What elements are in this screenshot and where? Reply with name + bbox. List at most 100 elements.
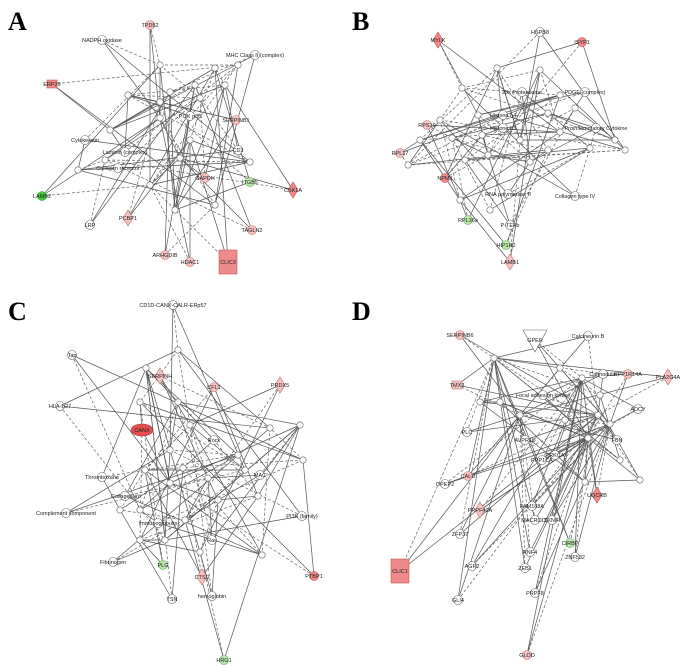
edge — [451, 137, 489, 156]
node-shape — [37, 191, 47, 201]
edges — [59, 304, 315, 661]
node-shape — [120, 147, 130, 157]
hub-node — [621, 146, 629, 154]
edge — [117, 160, 251, 169]
node-label: CTSD — [195, 575, 210, 581]
hub-node — [136, 506, 144, 514]
edge — [542, 377, 583, 396]
node-label: SERPINB1 — [222, 118, 249, 124]
hub-node — [156, 61, 164, 69]
hub-node — [416, 136, 424, 144]
node-shape — [85, 220, 95, 230]
edge — [597, 376, 669, 416]
edge — [531, 423, 611, 507]
node-label: PCBP1 — [119, 216, 137, 222]
edge — [477, 94, 561, 116]
edge — [182, 439, 215, 469]
node-shape — [538, 390, 548, 400]
edge — [71, 354, 141, 511]
node-label: ERP29 — [43, 82, 60, 88]
node-shape — [97, 35, 107, 45]
edge — [182, 467, 209, 479]
edge — [174, 139, 191, 211]
node-shape — [247, 225, 257, 235]
node-shape — [501, 240, 511, 250]
edge — [534, 437, 589, 594]
edge — [217, 495, 259, 502]
hub-node — [166, 88, 174, 96]
edge — [169, 449, 303, 517]
edge — [65, 454, 239, 514]
node-shape — [233, 145, 243, 155]
edge — [174, 181, 251, 211]
node-label: GPER — [527, 338, 543, 344]
node-label: ZNF532 — [565, 555, 585, 561]
node-shape — [503, 189, 513, 199]
edge — [437, 39, 479, 116]
edge — [189, 67, 216, 141]
node-shape — [467, 561, 477, 571]
edge — [101, 453, 239, 478]
node-label: CIRBP — [562, 541, 579, 547]
edge — [104, 117, 161, 161]
edge — [159, 64, 201, 99]
edge — [119, 509, 173, 600]
hub-node — [179, 464, 187, 472]
node-shape — [530, 588, 540, 598]
edge — [101, 367, 147, 478]
node-label: FBN — [612, 438, 623, 444]
hub-node — [258, 551, 266, 559]
edge — [609, 408, 639, 425]
edge — [169, 482, 315, 577]
hub-node — [584, 434, 592, 442]
hub-node — [458, 84, 466, 92]
edge — [467, 357, 495, 477]
node-shape — [451, 380, 463, 390]
edge — [177, 349, 271, 429]
edge — [444, 423, 611, 485]
node-label: GLI4 — [452, 598, 464, 604]
node-shape — [440, 479, 450, 489]
node-label: Fibrinogen — [100, 560, 126, 566]
edge — [84, 64, 161, 141]
edge — [179, 157, 294, 191]
hub-node — [606, 420, 614, 428]
edge — [489, 91, 523, 211]
node-label: PLG — [157, 563, 168, 569]
edge — [559, 367, 601, 396]
node-label: LRP — [85, 223, 96, 229]
node-shape — [525, 547, 535, 557]
edge — [127, 84, 226, 97]
node-shape — [565, 538, 575, 548]
edge — [581, 377, 639, 410]
edge — [139, 482, 171, 511]
edge — [159, 117, 181, 159]
node-label: hemoglobin — [198, 594, 226, 600]
node-label: TSN — [167, 597, 178, 603]
node-label: RNF4 — [523, 550, 537, 556]
edge — [459, 414, 521, 535]
edge — [177, 401, 301, 426]
edge — [464, 94, 561, 161]
edge — [439, 119, 461, 201]
node-label: AGR2 — [465, 564, 480, 570]
edge — [41, 117, 161, 197]
edge — [587, 373, 629, 439]
edge — [464, 149, 626, 162]
edge — [174, 84, 226, 211]
edge — [101, 39, 161, 119]
node-label: CD3 — [232, 148, 243, 154]
node-shape — [130, 423, 154, 437]
edge — [213, 439, 259, 497]
edge — [451, 137, 491, 211]
node-shape — [113, 163, 123, 173]
edge — [519, 414, 618, 441]
node-shape — [250, 50, 260, 60]
edge — [224, 84, 294, 191]
node-shape — [530, 515, 540, 525]
edge — [172, 304, 246, 471]
hub-node — [156, 98, 164, 106]
node-label: PRPF40A — [468, 508, 493, 514]
